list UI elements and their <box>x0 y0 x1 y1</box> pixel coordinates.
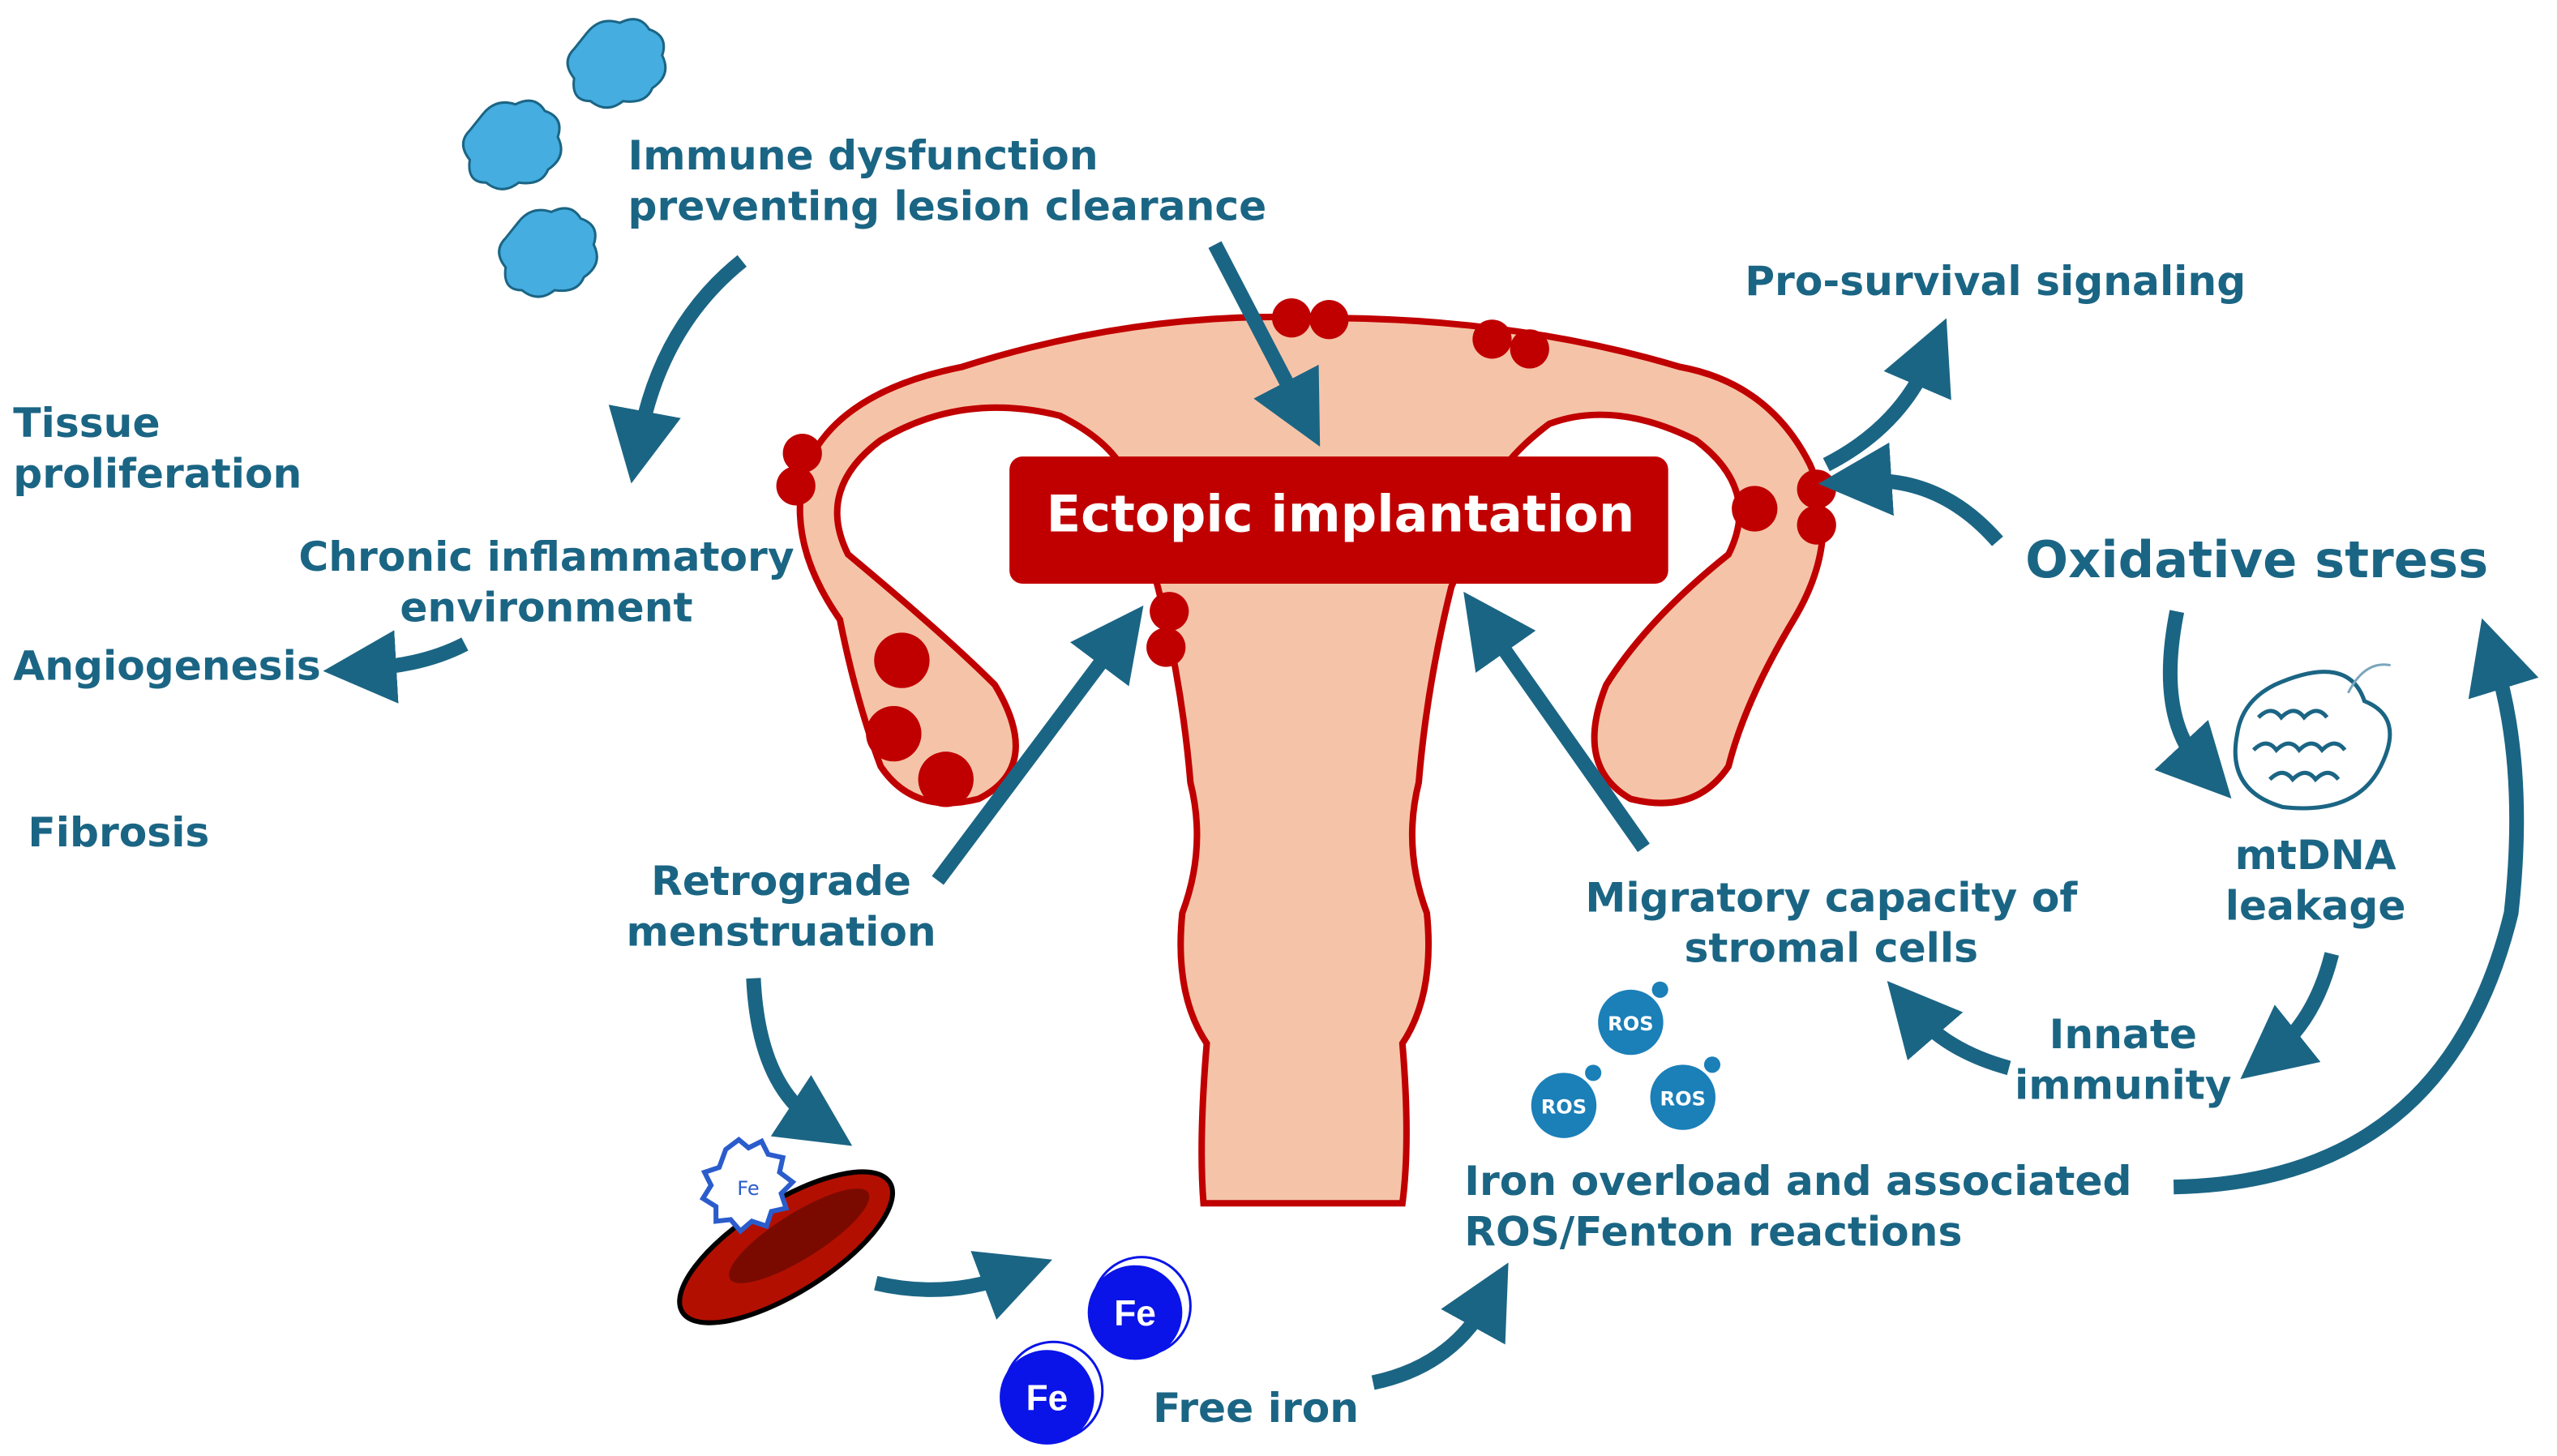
migratory-capacity-label: Migratory capacity of <box>1585 873 2078 921</box>
chronic-inflammatory-label-2: environment <box>400 583 692 631</box>
arrow-oxidative-to-mtdna <box>2154 610 2232 799</box>
pro-survival-label: Pro-survival signaling <box>1745 257 2246 305</box>
innate-immunity-label: Innate <box>2049 1010 2197 1058</box>
arrow-oxidative-to-lesion <box>1818 442 2003 546</box>
arrow-innate-to-migratory <box>1887 981 2011 1076</box>
ectopic-implantation-box <box>1009 456 1668 585</box>
svg-text:ROS: ROS <box>1541 1096 1587 1119</box>
mtdna-leakage-label-2: leakage <box>2225 881 2406 929</box>
retrograde-menstruation-label: Retrograde <box>651 857 911 905</box>
mtdna-leakage-label: mtDNA <box>2235 831 2396 879</box>
mitochondrion-icon <box>2233 663 2392 811</box>
ectopic-implantation-label: Ectopic implantation <box>1047 485 1635 544</box>
immune-dysfunction-label: Immune dysfunction <box>628 131 1099 179</box>
immune-cell-icon <box>498 207 598 298</box>
arrow-free-iron-to-overload <box>1371 1262 1509 1390</box>
angiogenesis-label: Angiogenesis <box>13 642 320 690</box>
ros-molecule-icon: ROS <box>1650 1056 1721 1130</box>
immune-dysfunction-label-2: preventing lesion clearance <box>628 182 1267 230</box>
migratory-capacity-label-2: stromal cells <box>1685 924 1979 972</box>
immune-cell-icon <box>566 18 667 109</box>
svg-text:ROS: ROS <box>1660 1088 1706 1111</box>
arrow-immune-to-chronic <box>608 255 747 484</box>
heme-iron-icon: Fe <box>699 1136 797 1235</box>
retrograde-menstruation-label-2: menstruation <box>626 907 936 955</box>
svg-text:ROS: ROS <box>1608 1013 1653 1035</box>
arrow-to-pro-survival <box>1822 318 1951 472</box>
iron-overload-label: Iron overload and associated <box>1464 1157 2131 1205</box>
immune-cell-icon <box>461 99 563 191</box>
iron-overload-label-2: ROS/Fenton reactions <box>1464 1208 1962 1256</box>
arrow-immune-to-implantation <box>1208 241 1321 447</box>
chronic-inflammatory-label: Chronic inflammatory <box>298 533 794 580</box>
tissue-proliferation-label-2: proliferation <box>13 449 302 497</box>
svg-text:Fe: Fe <box>1026 1379 1069 1419</box>
heme-fe-label: Fe <box>737 1177 759 1200</box>
arrow-rbc-to-iron <box>874 1251 1053 1320</box>
fibrosis-label: Fibrosis <box>28 808 209 856</box>
tissue-proliferation-label: Tissue <box>13 399 160 447</box>
free-iron-label: Free iron <box>1153 1384 1359 1432</box>
arrow-iron-to-oxidative <box>2173 618 2539 1195</box>
iron-ion-icon: Fe <box>1000 1340 1104 1445</box>
innate-immunity-label-2: immunity <box>2015 1061 2232 1109</box>
arrow-retrograde-to-implantation <box>932 605 1144 885</box>
svg-text:Fe: Fe <box>1114 1294 1156 1334</box>
iron-ion-icon: Fe <box>1087 1256 1192 1360</box>
ros-molecule-icon: ROS <box>1598 981 1668 1056</box>
arrow-mtdna-to-innate <box>2240 952 2340 1080</box>
oxidative-stress-label: Oxidative stress <box>2025 530 2488 589</box>
arrow-chronic-to-angiogenesis <box>323 630 469 704</box>
arrow-retrograde-to-rbc <box>746 978 853 1146</box>
ros-molecule-icon: ROS <box>1531 1064 1602 1138</box>
arrows <box>323 241 2539 1390</box>
arrow-migratory-to-implantation <box>1463 591 1650 853</box>
